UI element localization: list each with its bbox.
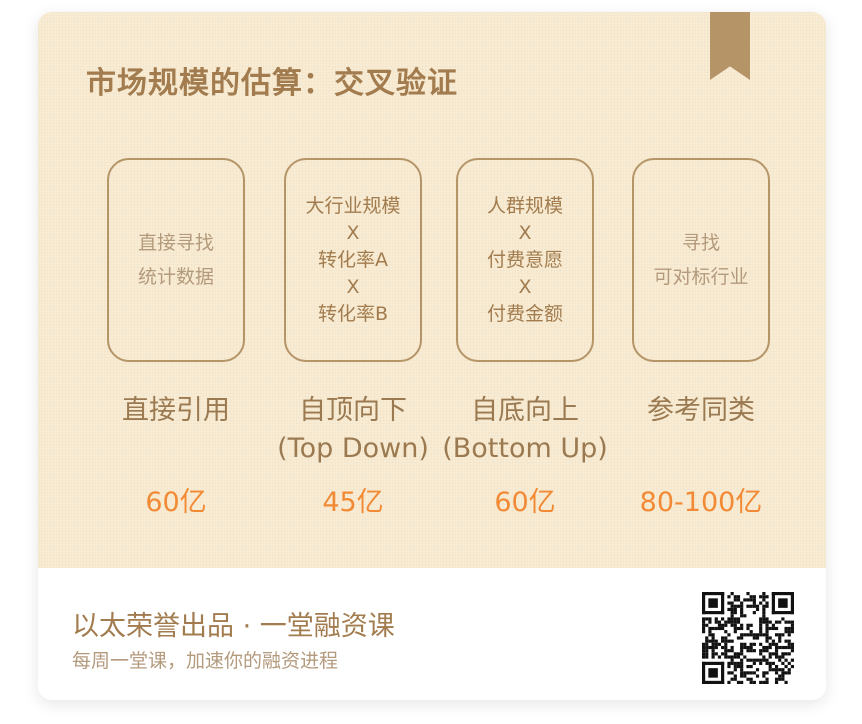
- tagline-text: 每周一堂课，加速你的融资进程: [72, 650, 339, 672]
- box-line: X: [346, 221, 360, 244]
- label-line: (Top Down): [277, 433, 429, 464]
- method-value-direct: 60亿: [145, 487, 207, 518]
- label-line: 自底向上: [471, 395, 579, 426]
- box-line: 寻找: [681, 232, 720, 254]
- label-line: 参考同类: [647, 395, 755, 426]
- method-box-top-down: 大行业规模 X 转化率A X 转化率B: [284, 158, 422, 362]
- brand-text: 以太荣誉出品 · 一堂融资课: [72, 611, 395, 642]
- label-line: 直接引用: [122, 395, 230, 426]
- box-line: 人群规模: [486, 194, 563, 217]
- box-line: 付费金额: [486, 302, 563, 325]
- label-line: (Bottom Up): [442, 433, 608, 464]
- method-value-bottom-up: 60亿: [494, 487, 556, 518]
- infographic-card: 市场规模的估算：交叉验证 直接寻找 统计数据 直接引用 60亿 大行业规模 X …: [38, 12, 826, 700]
- box-line: 付费意愿: [486, 248, 563, 271]
- method-label-direct: 直接引用: [91, 392, 261, 430]
- method-label-comparable: 参考同类: [616, 392, 786, 430]
- box-line: 大行业规模: [305, 194, 401, 217]
- label-line: 自顶向下: [299, 395, 407, 426]
- method-label-bottom-up: 自底向上 (Bottom Up): [440, 392, 610, 468]
- qr-code-icon[interactable]: [702, 592, 794, 684]
- box-line: 可对标行业: [653, 266, 749, 288]
- box-line: 直接寻找: [137, 232, 214, 254]
- box-line: 转化率A: [318, 248, 388, 271]
- method-label-top-down: 自顶向下 (Top Down): [268, 392, 438, 468]
- method-box-bottom-up: 人群规模 X 付费意愿 X 付费金额: [456, 158, 594, 362]
- method-value-top-down: 45亿: [322, 487, 384, 518]
- page-title: 市场规模的估算：交叉验证: [86, 66, 458, 101]
- box-line: X: [518, 221, 532, 244]
- box-line: X: [518, 275, 532, 298]
- method-box-direct: 直接寻找 统计数据: [107, 158, 245, 362]
- method-value-comparable: 80-100亿: [639, 487, 763, 518]
- footer: 以太荣誉出品 · 一堂融资课 每周一堂课，加速你的融资进程: [38, 568, 826, 700]
- content-area: 市场规模的估算：交叉验证 直接寻找 统计数据 直接引用 60亿 大行业规模 X …: [38, 12, 826, 568]
- box-line: 统计数据: [137, 266, 214, 288]
- box-line: 转化率B: [317, 302, 389, 325]
- box-line: X: [346, 275, 360, 298]
- method-box-comparable: 寻找 可对标行业: [632, 158, 770, 362]
- bookmark-ribbon-icon: [710, 12, 750, 80]
